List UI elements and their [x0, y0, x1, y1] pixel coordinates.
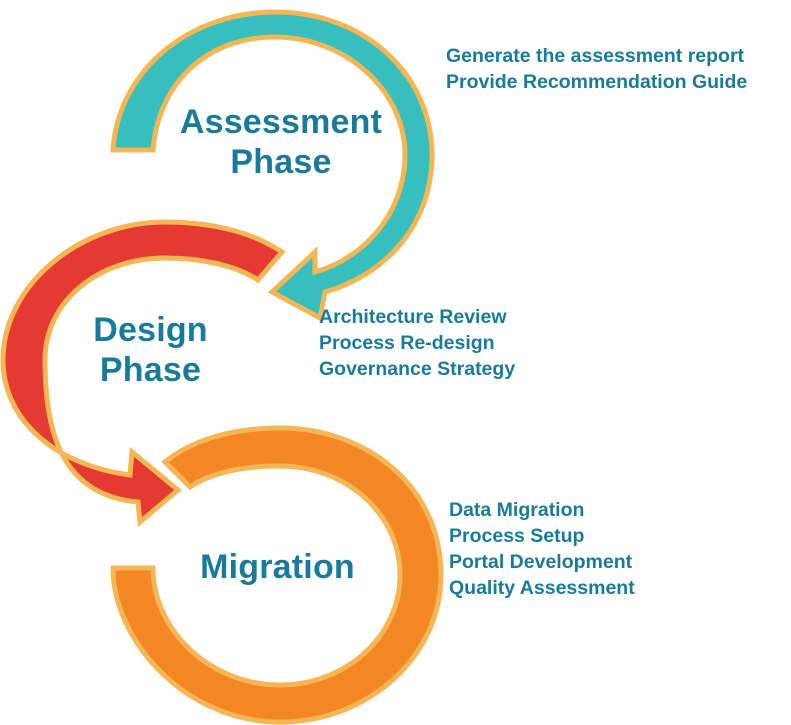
design-phase-title: Design Phase — [78, 310, 223, 390]
assessment-title-line1: Assessment — [179, 103, 383, 141]
design-phase-arrow — [0, 219, 286, 527]
migration-phase-title: Migration — [180, 547, 375, 587]
assessment-phase-title: Assessment Phase — [170, 102, 392, 182]
migration-title-line1: Migration — [200, 548, 355, 586]
list-item: Quality Assessment — [449, 577, 635, 599]
design-phase-items: Architecture Review Process Re-design Go… — [319, 304, 515, 382]
list-item: Provide Recommendation Guide — [446, 71, 748, 93]
migration-phase-items: Data Migration Process Setup Portal Deve… — [449, 497, 635, 601]
list-item: Data Migration — [449, 499, 585, 521]
design-title-line2: Phase — [99, 351, 202, 389]
list-item: Architecture Review — [319, 306, 507, 328]
list-item: Governance Strategy — [319, 358, 516, 380]
list-item: Process Setup — [449, 525, 585, 547]
list-item: Portal Development — [449, 551, 633, 573]
assessment-phase-arrow — [110, 9, 435, 322]
assessment-phase-items: Generate the assessment report Provide R… — [446, 43, 747, 95]
migration-ring-arrow — [110, 425, 444, 725]
design-title-line1: Design — [93, 311, 208, 349]
list-item: Generate the assessment report — [446, 45, 745, 67]
assessment-title-line2: Phase — [230, 143, 332, 181]
list-item: Process Re-design — [319, 332, 495, 354]
